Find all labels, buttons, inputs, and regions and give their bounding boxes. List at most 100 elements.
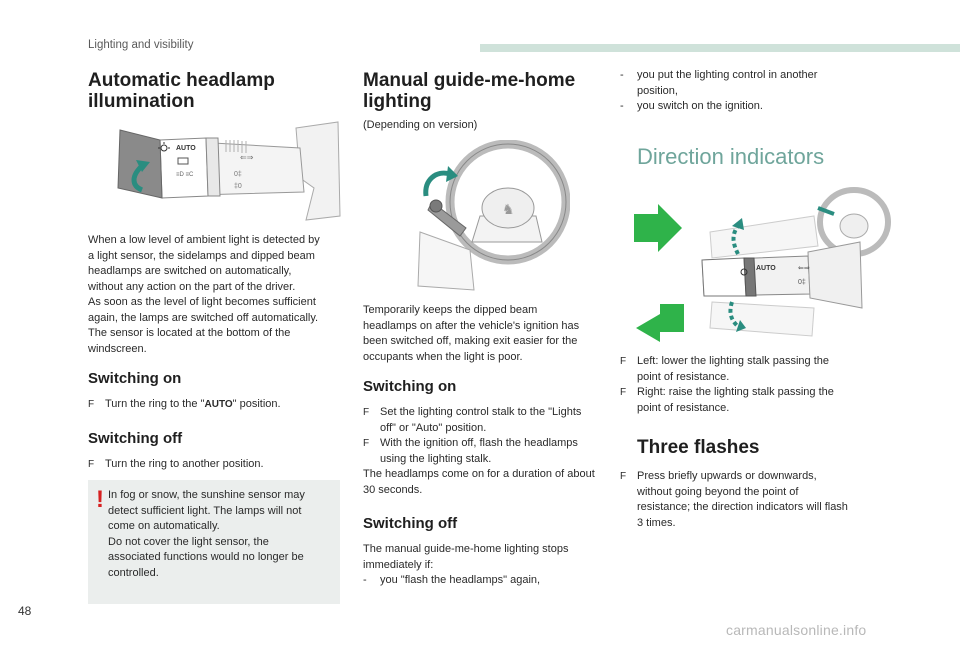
indicator-highlight-icon <box>817 206 835 216</box>
title-line: Manual guide-me-home <box>363 70 576 91</box>
svg-text:0‡: 0‡ <box>234 171 242 178</box>
warning-line: In fog or snow, the sunshine sensor may <box>108 489 305 501</box>
sun-icon <box>740 268 748 276</box>
bullet-marker: F <box>88 459 95 470</box>
text: off" or "Auto" position. <box>380 421 487 434</box>
arrow-head <box>732 218 744 230</box>
body-line: headlamps on after the vehicle's ignitio… <box>363 319 580 332</box>
text: you put the lighting control in another <box>637 69 818 81</box>
gmh-switching-off-heading: Switching off <box>363 515 458 532</box>
body-line: windscreen. <box>88 342 147 355</box>
arrow-head <box>136 160 150 172</box>
text: Turn the ring to the " <box>105 398 205 410</box>
gmh-switching-off-body: The manual guide-me-home lighting stops … <box>363 542 625 589</box>
text: point of resistance. <box>637 370 730 383</box>
svg-text:‡0: ‡0 <box>234 183 242 190</box>
down-arrow-icon <box>728 301 742 330</box>
text: Set the lighting control stalk to the "L… <box>380 406 582 418</box>
bullet-marker: F <box>363 407 370 418</box>
text: position, <box>637 84 678 97</box>
three-flashes-list: F Press briefly upwards or downwards, wi… <box>620 469 920 531</box>
body-line: been switched off, making exit easier fo… <box>363 335 578 347</box>
bullet-marker: F <box>88 399 95 410</box>
flash-arrow-icon <box>423 170 451 197</box>
guide-me-home-body: Temporarily keeps the dipped beam headla… <box>363 303 623 365</box>
auto-label: AUTO <box>756 265 776 272</box>
body-line: When a low level of ambient light is det… <box>88 234 320 246</box>
text: Left: lower the lighting stalk passing t… <box>637 355 830 367</box>
gmh-switching-on-heading: Switching on <box>363 378 457 395</box>
body-line: 30 seconds. <box>363 483 423 496</box>
body-line: without any action on the part of the dr… <box>88 280 296 293</box>
bullet-marker: F <box>363 438 370 449</box>
text: Right: raise the lighting stalk passing … <box>637 386 834 398</box>
warning-line: come on automatically. <box>108 520 220 532</box>
text: you switch on the ignition. <box>637 100 763 112</box>
headlamp-icon <box>177 157 189 165</box>
switching-on-heading: Switching on <box>88 370 182 387</box>
dash-item: - you switch on the ignition. <box>620 99 920 115</box>
steering-wheel-illustration: ♞ <box>417 140 570 291</box>
lighting-stalk-illustration: AUTO ≡D ≡C ⇐⇒ 0‡ ‡0 <box>117 121 341 221</box>
list-item: F Set the lighting control stalk to the … <box>363 405 625 436</box>
up-arrow-icon <box>731 224 740 255</box>
arrow-head <box>446 166 458 182</box>
list-item: F Right: raise the lighting stalk passin… <box>620 385 920 416</box>
body-line: The headlamps come on for a duration of … <box>363 468 595 480</box>
auto-bold: AUTO <box>204 399 233 410</box>
text: you "flash the headlamps" again, <box>380 574 541 586</box>
gmh-continued-list: - you put the lighting control in anothe… <box>620 68 920 115</box>
three-flashes-heading: Three flashes <box>637 437 760 458</box>
svg-text:0‡: 0‡ <box>798 279 806 286</box>
list-item: F Left: lower the lighting stalk passing… <box>620 354 920 385</box>
bullet-marker: F <box>620 471 627 482</box>
dash-item: -you "flash the headlamps" again, <box>363 573 625 589</box>
bullet-marker: F <box>620 387 627 398</box>
header-bar <box>480 44 960 52</box>
body-line: The sensor is located at the bottom of t… <box>88 327 291 339</box>
dash-marker: - <box>620 100 624 112</box>
text: " position. <box>232 398 281 410</box>
warning-line: detect sufficient light. The lamps will … <box>108 504 302 517</box>
gmh-switching-on-list: F Set the lighting control stalk to the … <box>363 405 625 498</box>
body-line: a light sensor, the sidelamps and dipped… <box>88 249 315 262</box>
version-note: (Depending on version) <box>363 119 478 131</box>
text: With the ignition off, flash the headlam… <box>380 437 578 449</box>
dash-marker: - <box>620 69 624 81</box>
title-line: lighting <box>363 91 432 112</box>
body-line: The manual guide-me-home lighting stops <box>363 543 569 555</box>
list-item: F With the ignition off, flash the headl… <box>363 436 625 467</box>
arrow-head <box>736 320 746 332</box>
section-header: Lighting and visibility <box>88 39 194 51</box>
guide-me-home-title: Manual guide-me-home lighting <box>363 70 575 112</box>
switching-on-item: F Turn the ring to the "AUTO" position. <box>88 397 346 413</box>
text: point of resistance. <box>637 401 730 414</box>
watermark: carmanualsonline.info <box>726 622 867 638</box>
direction-indicators-list: F Left: lower the lighting stalk passing… <box>620 354 920 416</box>
direction-indicators-heading: Direction indicators <box>637 144 825 169</box>
warning-line: Do not cover the light sensor, the <box>108 535 269 548</box>
right-direction-arrow-icon <box>634 204 682 252</box>
direction-indicator-illustration: AUTO ⇐⇒ 0‡ <box>634 187 891 342</box>
body-line: Temporarily keeps the dipped beam <box>363 304 538 316</box>
dash-item: - you put the lighting control in anothe… <box>620 68 920 99</box>
bullet-marker: F <box>620 356 627 367</box>
text: 3 times. <box>637 516 676 529</box>
auto-headlamp-body: When a low level of ambient light is det… <box>88 233 346 357</box>
auto-label: AUTO <box>176 145 196 152</box>
text: resistance; the direction indicators wil… <box>637 501 848 513</box>
left-direction-arrow-icon <box>636 304 684 342</box>
switching-off-item: F Turn the ring to another position. <box>88 457 346 473</box>
warning-line: controlled. <box>108 566 159 579</box>
title-line: illumination <box>88 91 195 112</box>
svg-text:⇐⇒: ⇐⇒ <box>240 153 254 162</box>
title-line: Automatic headlamp <box>88 70 275 91</box>
text: Turn the ring to another position. <box>105 458 264 470</box>
warning-box: ! In fog or snow, the sunshine sensor ma… <box>88 480 340 604</box>
svg-text:≡D ≡C: ≡D ≡C <box>176 172 194 178</box>
brand-logo-icon: ♞ <box>502 201 515 217</box>
text: Press briefly upwards or downwards, <box>637 470 817 482</box>
warning-icon: ! <box>96 486 104 513</box>
text: without going beyond the point of <box>637 485 799 498</box>
body-line: immediately if: <box>363 558 434 571</box>
